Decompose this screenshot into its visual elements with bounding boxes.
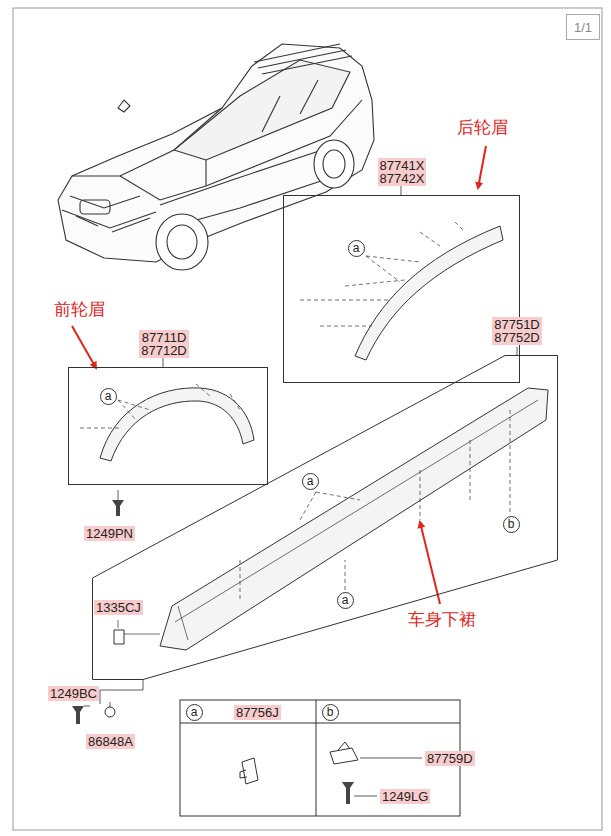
- part-number: 1249PN: [84, 526, 135, 541]
- part-annotation: 后轮眉: [457, 117, 508, 137]
- page-frame: [13, 8, 602, 830]
- pointer-arrows: [72, 146, 486, 604]
- part-group-box: 87741X 87742X: [283, 195, 520, 383]
- part-group-box: 87751D 87752D: [92, 355, 558, 680]
- fastener-table: [180, 700, 460, 816]
- part-number: 86848A: [86, 734, 135, 749]
- side-sill: [72, 347, 548, 724]
- page-number: 1/1: [574, 20, 592, 35]
- part-number: 87759D: [425, 751, 475, 766]
- part-group-heading: 87711D 87712D: [139, 330, 189, 358]
- part-number: 1249BC: [48, 686, 99, 701]
- car-illustration: [58, 44, 374, 270]
- callout-letter: a: [302, 473, 319, 490]
- callout-letter: a: [337, 592, 354, 609]
- part-group-heading: 87741X 87742X: [378, 158, 427, 186]
- callout-letter: b: [322, 704, 339, 721]
- page-number-box: 1/1: [566, 14, 600, 40]
- part-annotation: 前轮眉: [54, 299, 105, 319]
- part-number: 87756J: [234, 705, 281, 720]
- part-group-heading: 87751D 87752D: [492, 317, 542, 345]
- callout-letter: a: [186, 704, 203, 721]
- front-wheel-arch: [80, 358, 254, 516]
- group-outline: [92, 355, 558, 680]
- part-group-box: 87711D 87712D: [68, 367, 268, 485]
- part-annotation: 车身下裙: [408, 609, 476, 629]
- part-number: 1335CJ: [94, 600, 143, 615]
- callout-letter: a: [348, 240, 365, 257]
- group-outline-path: [93, 356, 558, 680]
- callout-letter: b: [503, 516, 520, 533]
- part-number: 1249LG: [380, 789, 430, 804]
- rear-wheel-arch: [300, 186, 503, 360]
- callout-letter: a: [100, 388, 117, 405]
